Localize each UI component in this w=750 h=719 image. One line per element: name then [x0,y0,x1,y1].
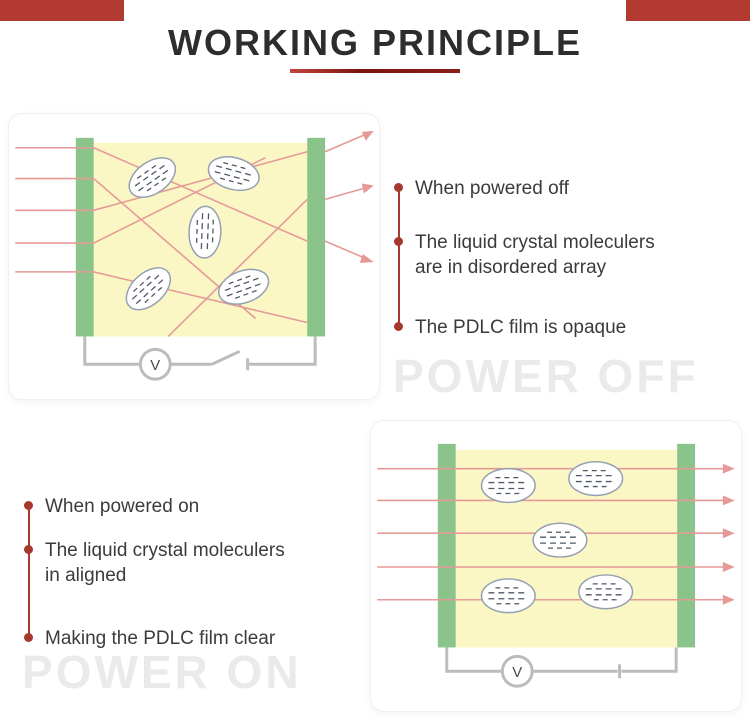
bullet-dot [24,633,33,642]
note-film-clear: Making the PDLC film clear [45,628,276,649]
power-off-card: V [8,113,380,400]
watermark-power-off: POWER OFF [393,350,699,402]
lc-molecule [218,268,270,305]
corner-accent-right [626,0,750,21]
switch-open-icon [211,349,241,366]
lc-molecule [188,205,222,259]
straight-light-rays [377,467,725,601]
power-off-notes: When powered off The liquid crystal mole… [388,170,743,350]
ray-arrowheads [722,463,735,605]
circuit-wire [83,336,317,371]
voltmeter-label: V [150,358,160,374]
lc-molecule [125,267,172,311]
note-powered-on: When powered on [45,496,200,517]
electrode-right [307,137,326,337]
notes-connector-line [28,505,30,637]
notes-connector-line [398,187,400,326]
lc-molecule [532,522,588,558]
title-underline [290,69,460,73]
lc-molecule [128,157,177,199]
bullet-dot [24,545,33,554]
lc-molecules-disordered [125,156,270,311]
lc-molecule [480,467,536,504]
corner-accent-left [0,0,124,21]
lc-molecule [578,574,634,610]
bullet-dot [24,501,33,510]
lc-molecules-aligned [480,460,634,614]
voltmeter-label: V [512,665,522,681]
note-aligned: The liquid crystal moleculers in aligned [45,540,285,587]
watermark-power-on: POWER ON [22,646,302,698]
lc-molecule [568,460,624,497]
ray-arrowheads [359,130,374,263]
note-powered-off: When powered off [415,178,569,199]
bullet-dot [394,237,403,246]
electrode-left [437,443,456,648]
power-on-diagram: V [377,443,735,688]
lc-molecule [207,156,260,192]
electrode-right [677,443,696,648]
voltmeter [138,347,172,381]
power-on-card: V [370,420,742,712]
page-title: WORKING PRINCIPLE [167,22,582,63]
electrode-left [75,137,94,337]
power-on-notes: When powered on The liquid crystal molec… [18,488,363,658]
bullet-dot [394,183,403,192]
circuit-wire [445,647,678,679]
bullet-dot [394,322,403,331]
voltmeter [500,654,534,688]
power-off-diagram: V [15,130,374,381]
note-film-opaque: The PDLC film is opaque [415,317,627,338]
note-disordered-array: The liquid crystal moleculers are in dis… [415,232,655,279]
lc-molecule [480,578,536,614]
